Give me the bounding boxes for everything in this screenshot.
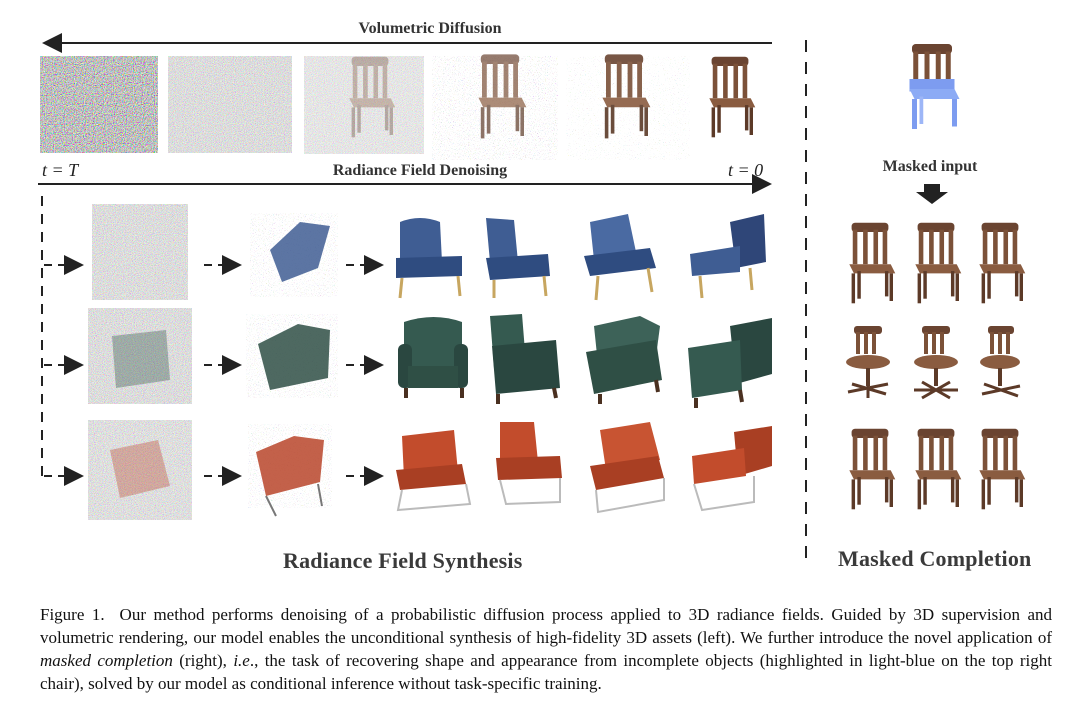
diffusion-step-noise-5	[566, 54, 690, 160]
red-partial-chair	[248, 424, 332, 517]
row-blue-chair	[92, 204, 766, 301]
caption-text-2: (right),	[172, 651, 234, 670]
completion-grid	[846, 222, 1026, 510]
caption-text-1: Our method performs denoising of a proba…	[40, 605, 1052, 647]
diffusion-step-noise-4	[432, 54, 558, 160]
figure-caption: Figure 1. Our method performs denoising …	[40, 603, 1052, 695]
figure-graphics	[38, 33, 1026, 566]
row-red-chair	[88, 420, 772, 520]
green-partial-chair	[246, 314, 338, 398]
red-chair-view-3	[590, 422, 665, 514]
red-noisy-cloud	[88, 420, 192, 520]
green-armchair-view-2	[490, 314, 560, 404]
caption-prefix: Figure 1.	[40, 605, 105, 624]
green-noisy-cloud	[88, 308, 192, 404]
row-green-armchair	[88, 308, 772, 408]
masked-input-chair	[909, 44, 960, 129]
t-start-label: t = T	[42, 160, 79, 180]
blue-chair-view-2	[486, 218, 550, 298]
radiance-field-synthesis-title: Radiance Field Synthesis	[283, 548, 523, 573]
blue-noisy-cloud	[92, 204, 188, 300]
caption-text-3: ., the task of recovering shape and appe…	[40, 651, 1052, 693]
blue-chair-view-4	[690, 214, 766, 299]
red-chair-view-1	[396, 430, 472, 512]
radiance-field-denoising-label: Radiance Field Denoising	[332, 162, 508, 179]
masked-input-label: Masked input	[882, 158, 978, 175]
green-armchair-view-1	[398, 317, 468, 398]
volumetric-diffusion-label: Volumetric Diffusion	[358, 20, 502, 37]
blue-chair-view-3	[584, 214, 656, 301]
red-chair-view-4	[692, 426, 772, 512]
caption-emphasis-ie: i.e	[233, 651, 250, 670]
green-armchair-view-4	[688, 318, 772, 408]
row-arrows	[44, 255, 384, 486]
t-end-label: t = 0	[728, 160, 764, 180]
diffusion-step-noise-full	[40, 56, 158, 153]
red-chair-view-2	[496, 422, 562, 506]
down-arrow-icon	[916, 184, 948, 204]
caption-emphasis-masked-completion: masked completion	[40, 651, 173, 670]
green-armchair-view-3	[586, 316, 662, 404]
diffusion-step-clean-chair	[709, 56, 756, 138]
diffusion-step-noise-3	[304, 56, 424, 154]
diffusion-step-noise-2	[168, 56, 292, 153]
blue-partial-chair	[250, 213, 338, 297]
masked-completion-title: Masked Completion	[838, 546, 1032, 571]
blue-chair-view-1	[396, 218, 462, 299]
